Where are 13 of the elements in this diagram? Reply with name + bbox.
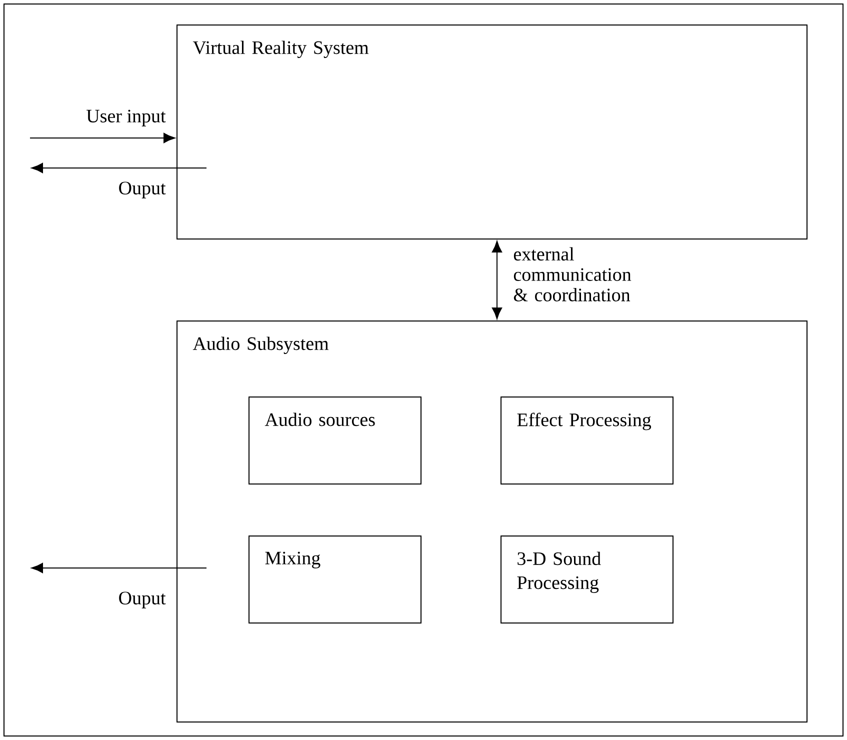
arrow (31, 162, 207, 174)
process-box: 3-D Sound Processing (500, 536, 674, 624)
system-box: Virtual Reality System (176, 24, 808, 240)
process-box: Effect Processing (500, 396, 674, 484)
edge-label: User input (85, 108, 167, 128)
edge-label: Ouput (117, 590, 167, 610)
arrow (30, 132, 176, 144)
process-box: Mixing (248, 536, 422, 624)
process-box: Audio sources (248, 396, 422, 484)
arrow (492, 240, 502, 320)
arrow (31, 562, 207, 574)
edge-label: Ouput (117, 180, 167, 200)
edge-label: external communication & coordination (514, 247, 632, 302)
